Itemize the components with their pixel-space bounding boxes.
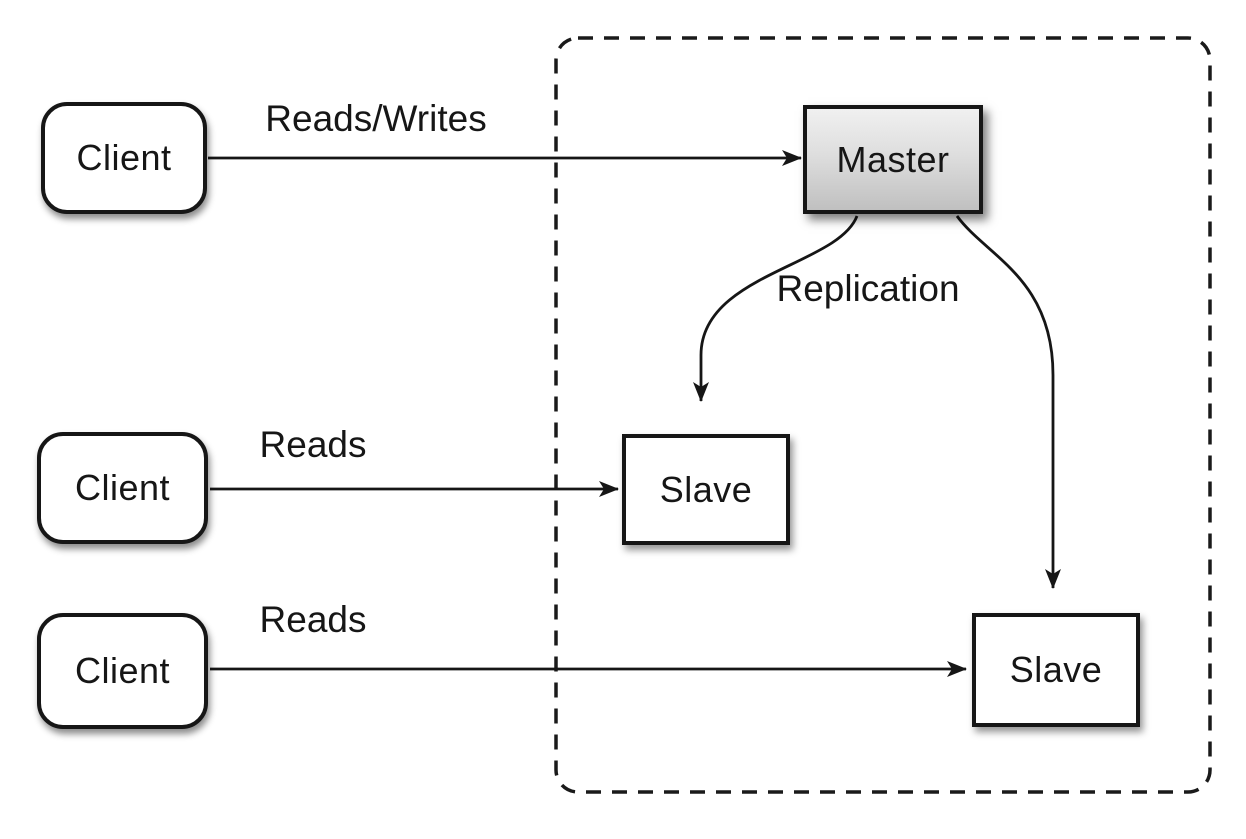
node-client-2: Client [37,432,208,544]
edge-label-reads-bottom: Reads [259,599,367,640]
edge-label-reads-writes: Reads/Writes [265,98,487,139]
node-slave-1-label: Slave [659,468,753,510]
node-master: Master [803,105,983,214]
node-slave-1: Slave [622,434,790,545]
node-slave-2-label: Slave [1009,649,1103,690]
edge-label-reads-middle: Reads [259,424,367,465]
node-client-3-label: Client [74,650,171,691]
edge-master-slave1 [693,215,859,402]
node-master-label: Master [836,138,950,180]
edge-master-slave2 [955,215,1061,589]
node-client-2-label: Client [74,467,171,508]
replication-group-border [554,36,1212,794]
node-client-1: Client [41,102,207,214]
node-client-1-label: Client [76,137,172,178]
node-client-3: Client [37,613,208,729]
node-slave-2: Slave [972,613,1140,727]
edge-label-replication: Replication [776,268,960,309]
